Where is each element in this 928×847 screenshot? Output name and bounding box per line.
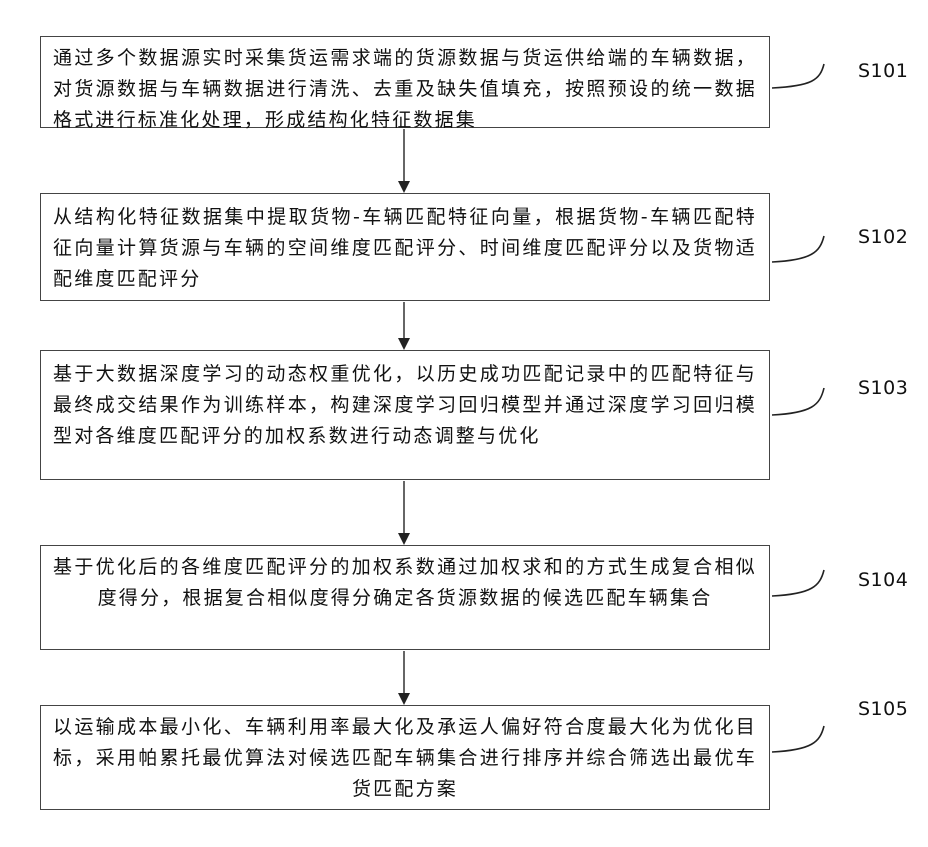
arrowhead-s104-s105	[398, 693, 410, 705]
arrowhead-s101-s102	[398, 181, 410, 193]
leader-s103	[772, 388, 824, 415]
leader-s104	[772, 570, 824, 596]
leader-s101	[772, 64, 824, 88]
arrowhead-s102-s103	[398, 338, 410, 350]
leader-s102	[772, 236, 824, 262]
arrowhead-s103-s104	[398, 533, 410, 545]
leader-s105	[772, 726, 824, 752]
